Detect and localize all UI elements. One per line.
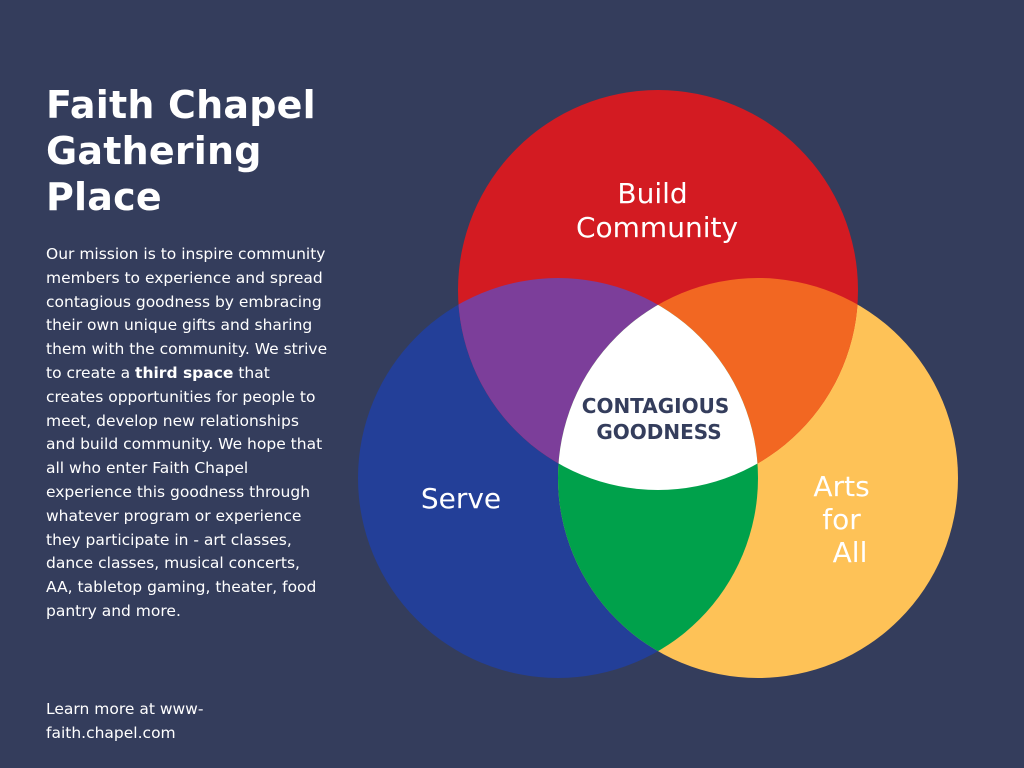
build-label-line-1: Build: [617, 177, 687, 210]
center-label-line-2: GOODNESS: [596, 420, 721, 444]
title-line-3: Place: [46, 175, 162, 219]
mission-statement: Our mission is to inspire community memb…: [46, 243, 331, 624]
serve-label: Serve: [421, 482, 501, 515]
learn-more-line-1: Learn more at www-: [46, 700, 204, 718]
center-intersection: [558, 278, 758, 490]
arts-label-line-3: All: [833, 536, 868, 569]
learn-more-link: faith.chapel.com: [46, 723, 176, 742]
third-space-highlight: third space: [135, 363, 234, 382]
arts-label-line-2: for: [822, 503, 861, 536]
arts-for-all-label: Arts for All: [813, 470, 878, 569]
title-line-2: Gathering: [46, 129, 262, 173]
arts-label-line-1: Arts: [813, 470, 869, 503]
learn-more-text: Learn more at www- faith.chapel.com: [46, 698, 306, 746]
mission-text-part-1: Our mission is to inspire community memb…: [46, 245, 328, 382]
build-label-line-2: Community: [576, 211, 738, 244]
contagious-goodness-label: CONTAGIOUS GOODNESS: [582, 394, 736, 444]
title-line-1: Faith Chapel: [46, 83, 316, 127]
mission-text-part-2: that creates opportunities for people to…: [46, 363, 323, 620]
center-label-line-1: CONTAGIOUS: [582, 394, 730, 418]
page-title: Faith Chapel Gathering Place: [46, 82, 346, 220]
build-community-label: Build Community: [576, 177, 738, 244]
